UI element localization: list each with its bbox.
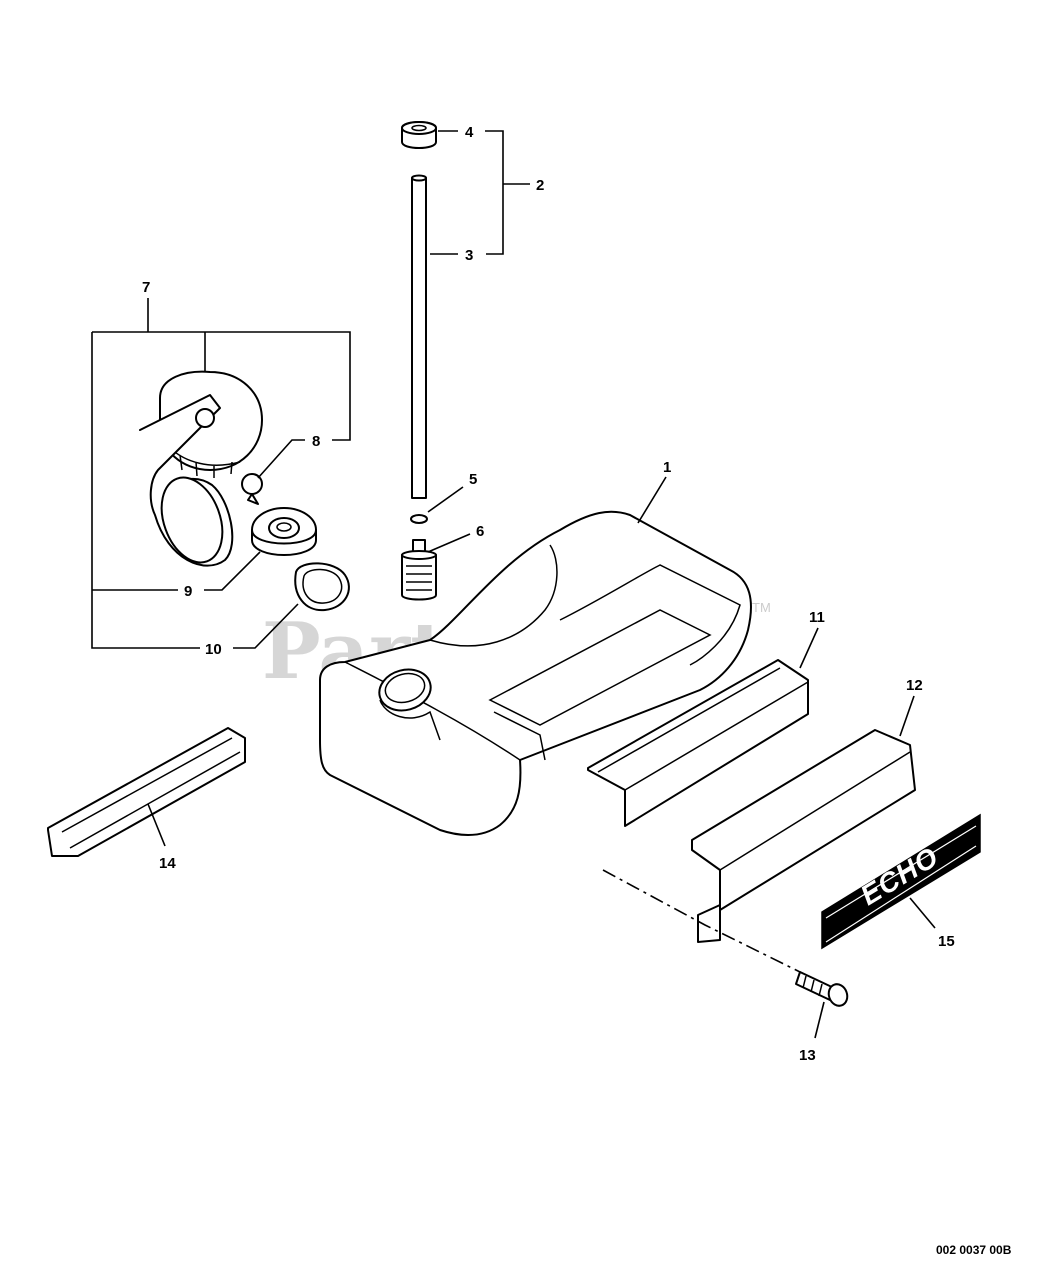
callout-1: 1	[663, 459, 671, 476]
part-3-fuel-line[interactable]	[411, 174, 427, 499]
part-12-cover[interactable]	[691, 729, 916, 943]
callout-10: 10	[205, 641, 222, 658]
callout-2: 2	[536, 177, 544, 194]
callout-13: 13	[799, 1047, 816, 1064]
part-14-rail[interactable]	[47, 727, 246, 857]
callout-5: 5	[469, 471, 477, 488]
watermark-trademark: TM	[752, 600, 771, 615]
part-7-fuel-cap[interactable]	[139, 370, 263, 571]
part-8-vent[interactable]	[241, 473, 263, 505]
part-1-fuel-tank[interactable]	[319, 510, 752, 836]
part-13-bolt[interactable]	[795, 971, 850, 1008]
part-5-ring[interactable]	[410, 514, 428, 524]
callout-7: 7	[142, 279, 150, 296]
callout-11: 11	[809, 609, 825, 626]
callout-15: 15	[938, 933, 955, 950]
callout-6: 6	[476, 523, 484, 540]
drawing-code: 002 0037 00B	[936, 1243, 1012, 1257]
part-10-gasket[interactable]	[294, 562, 350, 612]
callout-12: 12	[906, 677, 923, 694]
part-4-grommet[interactable]	[401, 121, 437, 149]
leader-lines	[91, 130, 936, 1039]
part-6-fuel-filter[interactable]	[401, 539, 437, 601]
alignment-line	[602, 869, 801, 973]
part-11-bracket[interactable]	[587, 659, 809, 827]
callout-14: 14	[159, 855, 176, 872]
callout-9: 9	[184, 583, 192, 600]
part-9-cap-inner[interactable]	[251, 507, 317, 556]
callout-3: 3	[465, 247, 473, 264]
callout-8: 8	[312, 433, 320, 450]
callout-4: 4	[465, 124, 474, 141]
part-15-label[interactable]: ECHO	[821, 813, 981, 950]
